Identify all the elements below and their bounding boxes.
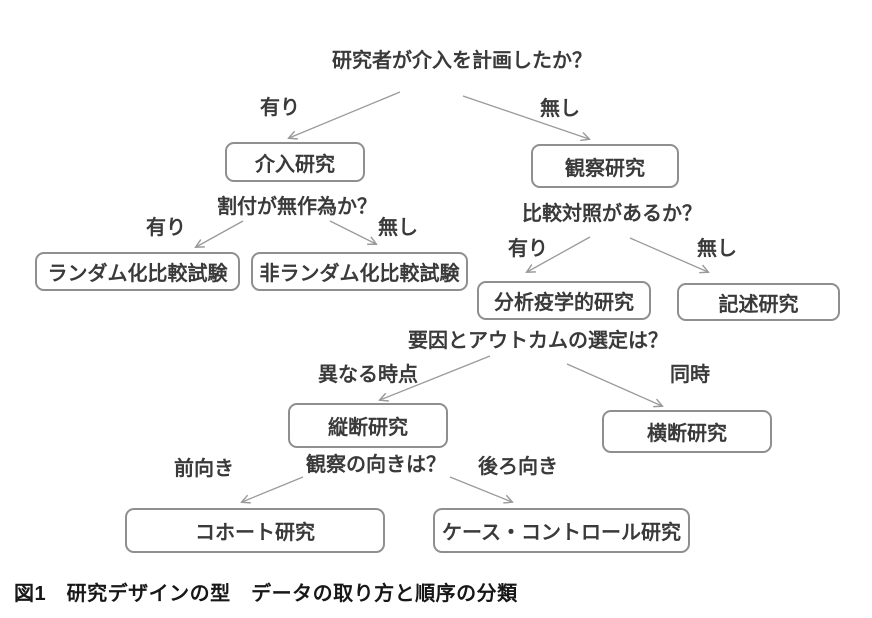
node-randomized-controlled-trial: ランダム化比較試験 [35,252,240,291]
branch-label-no-1: 無し [540,98,580,120]
question-intervention-planned: 研究者が介入を計画したか？ [332,50,592,72]
branch-label-no-3: 無し [697,238,737,260]
branch-label-same-time: 同時 [670,364,710,386]
node-cross-sectional-study: 横断研究 [602,410,772,453]
question-observation-direction: 観察の向きは？ [306,454,446,476]
branch-label-prospective: 前向き [174,458,234,480]
node-longitudinal-study: 縦断研究 [288,403,448,448]
figure-caption: 図1 研究デザインの型 データの取り方と順序の分類 [14,583,518,605]
question-random-allocation: 割付が無作為か？ [217,196,377,218]
branch-label-yes-1: 有り [260,97,300,119]
arrow [449,476,512,502]
node-intervention-study: 介入研究 [225,142,365,182]
node-analytical-epidemiological-study: 分析疫学的研究 [477,281,651,320]
branch-label-yes-3: 有り [508,238,548,260]
node-cohort-study: コホート研究 [125,508,385,553]
node-observational-study: 観察研究 [531,144,679,188]
question-has-control: 比較対照があるか？ [522,203,702,225]
branch-label-retrospective: 後ろ向き [478,456,558,478]
branch-label-no-2: 無し [378,217,418,239]
arrow [329,220,376,244]
question-factor-outcome-timing: 要因とアウトカムの選定は？ [408,330,668,352]
arrow [196,220,244,247]
arrow [566,363,662,406]
arrow [242,476,304,502]
node-descriptive-study: 記述研究 [677,283,840,321]
branch-label-different-time: 異なる時点 [318,364,418,386]
arrow [289,91,401,138]
node-non-randomized-controlled-trial: 非ランダム化比較試験 [251,252,468,291]
node-case-control-study: ケース・コントロール研究 [433,508,690,553]
branch-label-yes-2: 有り [146,217,186,239]
